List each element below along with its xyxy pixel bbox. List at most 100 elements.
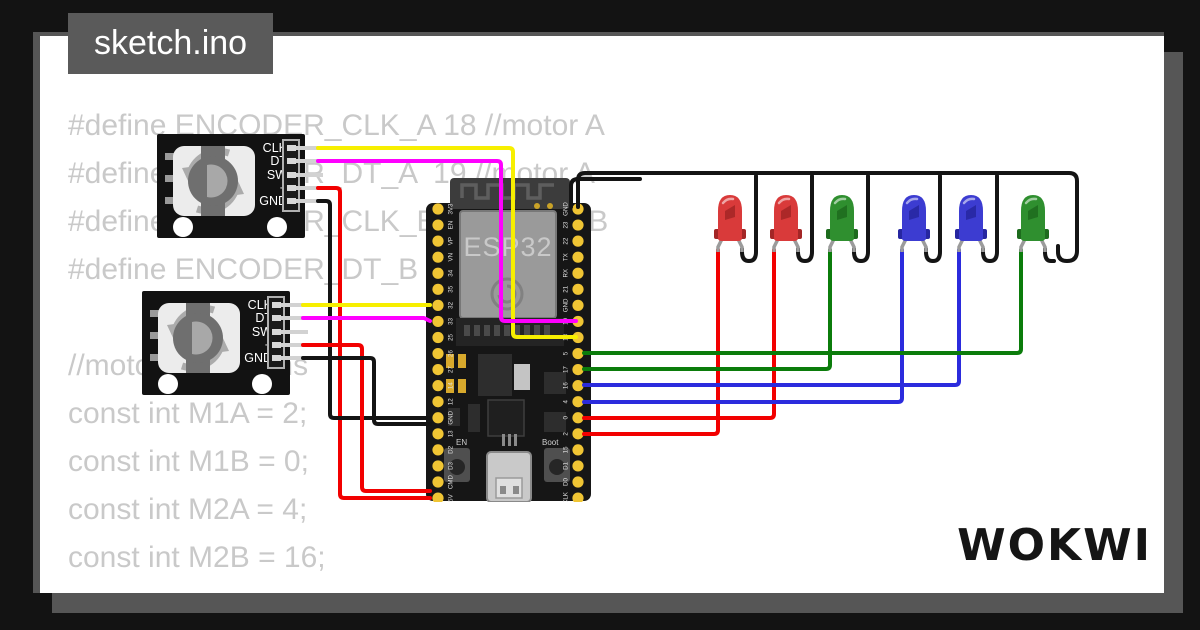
esp32-pin-12[interactable] bbox=[432, 396, 444, 408]
esp32-pin-label: 4 bbox=[563, 399, 570, 403]
encoder-header-pin[interactable] bbox=[287, 185, 296, 191]
usb-uart-chip bbox=[487, 399, 525, 437]
encoder-header-pin[interactable] bbox=[287, 145, 296, 151]
encoder-header-pin[interactable] bbox=[272, 302, 281, 308]
esp32-pin-label: 35 bbox=[448, 285, 455, 292]
esp32-pin-gnd[interactable] bbox=[572, 299, 584, 311]
esp32-pin-gnd[interactable] bbox=[432, 412, 444, 424]
code-line: const int M1A = 2; bbox=[68, 397, 308, 430]
esp32-pin-label: D0 bbox=[563, 478, 570, 486]
esp32-pin-gnd[interactable] bbox=[572, 203, 584, 215]
esp32-pin-en[interactable] bbox=[432, 219, 444, 231]
mounting-hole bbox=[158, 374, 178, 394]
esp32-pin-4[interactable] bbox=[572, 396, 584, 408]
code-line: const int M2B = 16; bbox=[68, 541, 326, 574]
encoder-tab bbox=[165, 197, 176, 204]
en-button-cap[interactable] bbox=[449, 459, 465, 475]
esp32-pin-label: 16 bbox=[563, 382, 570, 389]
esp32-pin-22[interactable] bbox=[572, 235, 584, 247]
encoder-tab bbox=[165, 175, 176, 182]
esp32-pin-27[interactable] bbox=[432, 364, 444, 376]
esp32-pin-label: D3 bbox=[448, 461, 455, 469]
code-line: #define ENCODER_DT_B 33 //motor B bbox=[68, 253, 590, 286]
encoder-header-pin[interactable] bbox=[287, 158, 296, 164]
esp32-pin-label: GND bbox=[563, 298, 570, 312]
rotary-encoder-1[interactable]: CLK DT SW + GND bbox=[157, 134, 305, 238]
esp32-chip-label: ESP32 bbox=[463, 232, 552, 262]
mounting-hole bbox=[173, 217, 193, 237]
esp32-pin-21[interactable] bbox=[572, 283, 584, 295]
esp32-pin-0[interactable] bbox=[572, 412, 584, 424]
esp32-pin-label: 19 bbox=[563, 317, 570, 324]
esp32-pin-label: 12 bbox=[448, 398, 455, 405]
encoder-header-pin[interactable] bbox=[272, 342, 281, 348]
esp32-pin-19[interactable] bbox=[572, 315, 584, 328]
esp32-pin-2[interactable] bbox=[572, 428, 584, 440]
esp32-pin-13[interactable] bbox=[432, 428, 444, 440]
esp32-pin-d2[interactable] bbox=[432, 444, 444, 456]
esp32-pin-vn[interactable] bbox=[432, 251, 444, 263]
boot-button-cap[interactable] bbox=[549, 459, 565, 475]
encoder-knob-d-shaft[interactable] bbox=[192, 321, 213, 355]
esp32-pin-label: 5V bbox=[448, 493, 455, 501]
esp32-pin-label: 21 bbox=[563, 285, 570, 292]
encoder-knob-d-shaft[interactable] bbox=[207, 164, 228, 198]
encoder-header-pin[interactable] bbox=[287, 198, 296, 204]
esp32-pin-35[interactable] bbox=[432, 283, 444, 295]
mounting-hole bbox=[267, 217, 287, 237]
esp32-pin-label: RX bbox=[563, 269, 570, 278]
encoder-header-pin[interactable] bbox=[272, 355, 281, 361]
esp32-pin-clk[interactable] bbox=[572, 492, 584, 504]
esp32-pin-label: 32 bbox=[448, 301, 455, 308]
esp32-pin-label: 3V3 bbox=[448, 203, 455, 215]
esp32-pin-label: 23 bbox=[563, 221, 570, 228]
code-line: const int M1B = 0; bbox=[68, 445, 309, 478]
esp32-pin-label: 14 bbox=[448, 382, 455, 389]
encoder-header-pin[interactable] bbox=[272, 315, 281, 321]
esp32-pin-16[interactable] bbox=[572, 380, 584, 392]
rotary-encoder-2[interactable]: CLK DT SW + GND bbox=[142, 291, 290, 395]
esp32-pin-d1[interactable] bbox=[572, 460, 584, 472]
esp32-pin-tx[interactable] bbox=[572, 251, 584, 263]
esp32-pin-label: GND bbox=[563, 202, 570, 216]
esp32-pin-vp[interactable] bbox=[432, 235, 444, 247]
esp32-pin-5[interactable] bbox=[572, 347, 584, 360]
encoder-header-pin[interactable] bbox=[287, 172, 296, 178]
encoder-header-pin[interactable] bbox=[272, 329, 281, 335]
esp32-pin-d0[interactable] bbox=[572, 476, 584, 488]
esp32-pin-5v[interactable] bbox=[432, 492, 444, 504]
esp32-pin-cmd[interactable] bbox=[432, 476, 444, 488]
esp32-pin-17[interactable] bbox=[572, 364, 584, 376]
sketch-title: sketch.ino bbox=[94, 24, 248, 62]
esp32-pin-33[interactable] bbox=[432, 315, 444, 328]
encoder-pin-label: CLK bbox=[248, 298, 273, 312]
esp32-pin-label: EN bbox=[448, 221, 455, 230]
esp32-pin-23[interactable] bbox=[572, 219, 584, 231]
esp32-pin-label: 15 bbox=[563, 446, 570, 453]
esp32-pin-26[interactable] bbox=[432, 347, 444, 360]
esp32-pin-label: CLK bbox=[563, 491, 570, 502]
esp32-pin-15[interactable] bbox=[572, 444, 584, 456]
encoder-pin-label: GND bbox=[259, 194, 287, 208]
esp32-pin-34[interactable] bbox=[432, 267, 444, 279]
esp32-pin-label: 34 bbox=[448, 269, 455, 276]
esp32-pin-label: VN bbox=[448, 253, 455, 262]
test-pad bbox=[534, 203, 540, 209]
esp32-pin-3v3[interactable] bbox=[432, 203, 444, 215]
esp32-pin-label: GND bbox=[448, 410, 455, 424]
encoder-tab bbox=[150, 332, 161, 339]
esp32-pin-label: 26 bbox=[448, 350, 455, 357]
esp32-pin-32[interactable] bbox=[432, 299, 444, 311]
esp32-pin-18[interactable] bbox=[572, 331, 584, 344]
esp32-pin-14[interactable] bbox=[432, 380, 444, 392]
esp32-pin-label: 33 bbox=[448, 317, 455, 324]
esp32-pin-rx[interactable] bbox=[572, 267, 584, 279]
esp32-pin-25[interactable] bbox=[432, 331, 444, 344]
encoder-pin-label: GND bbox=[244, 351, 272, 365]
esp32-pin-d3[interactable] bbox=[432, 460, 444, 472]
sketch-title-tab[interactable]: sketch.ino bbox=[68, 13, 274, 74]
esp32-pin-label: D1 bbox=[563, 461, 570, 469]
wokwi-logo: WOKWI bbox=[957, 520, 1152, 571]
en-button-label: EN bbox=[456, 438, 467, 447]
